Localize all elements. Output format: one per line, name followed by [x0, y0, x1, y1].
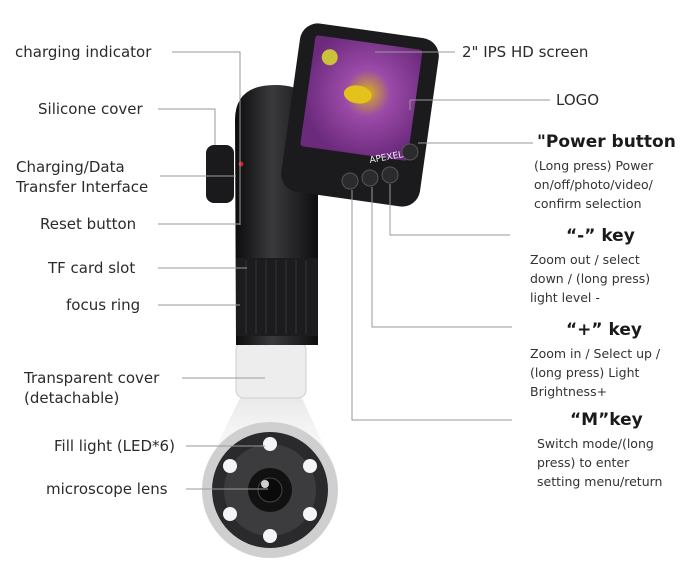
label-silicone-cover: Silicone cover	[38, 100, 143, 118]
desc-line: press) to enter	[537, 455, 630, 470]
desc-line: (Long press) Power	[534, 158, 654, 173]
m-key-title: “M”key	[570, 410, 643, 430]
minus-key-title: “-” key	[566, 226, 635, 246]
minus-key-desc: Zoom out / select down / (long press) li…	[530, 250, 650, 307]
label-fill-light: Fill light (LED*6)	[54, 437, 175, 455]
label-transparent-cover: Transparent cover	[24, 369, 160, 387]
label-detachable: (detachable)	[24, 389, 120, 407]
label-charging-data-line1: Charging/Data	[16, 158, 125, 176]
plus-key-title: “+” key	[566, 320, 642, 340]
desc-line: down / (long press)	[530, 271, 651, 286]
transparent-cover	[235, 341, 307, 399]
m-key-desc: Switch mode/(long press) to enter settin…	[537, 434, 662, 491]
label-charging-indicator: charging indicator	[15, 43, 152, 61]
desc-line: on/off/photo/video/	[534, 177, 653, 192]
leader-lines	[158, 51, 550, 490]
label-charging-data-line2: Transfer Interface	[16, 178, 149, 196]
plus-key-desc: Zoom in / Select up / (long press) Light…	[530, 344, 660, 401]
label-logo: LOGO	[556, 91, 600, 109]
silicone-cover	[206, 145, 234, 203]
power-button-desc: (Long press) Power on/off/photo/video/ c…	[534, 156, 653, 213]
label-reset-button: Reset button	[40, 215, 137, 233]
desc-line: confirm selection	[534, 196, 642, 211]
desc-line: Zoom out / select	[530, 252, 640, 267]
desc-line: Zoom in / Select up /	[530, 346, 661, 361]
power-button-title: "Power button	[537, 132, 676, 152]
desc-line: (long press) Light	[530, 365, 640, 380]
lens-closeup	[202, 422, 338, 558]
label-screen: 2" IPS HD screen	[462, 43, 589, 61]
charging-indicator-led	[238, 161, 244, 167]
label-microscope-lens: microscope lens	[46, 480, 168, 498]
screen-unit	[281, 23, 439, 207]
desc-line: setting menu/return	[537, 474, 663, 489]
desc-line: Brightness+	[530, 384, 608, 399]
label-tf-card-slot: TF card slot	[48, 259, 136, 277]
desc-line: Switch mode/(long	[537, 436, 654, 451]
label-focus-ring: focus ring	[66, 296, 141, 314]
desc-line: light level -	[530, 290, 600, 305]
led-lights	[223, 437, 317, 543]
focus-ring	[236, 258, 318, 336]
device-buttons	[341, 143, 419, 190]
